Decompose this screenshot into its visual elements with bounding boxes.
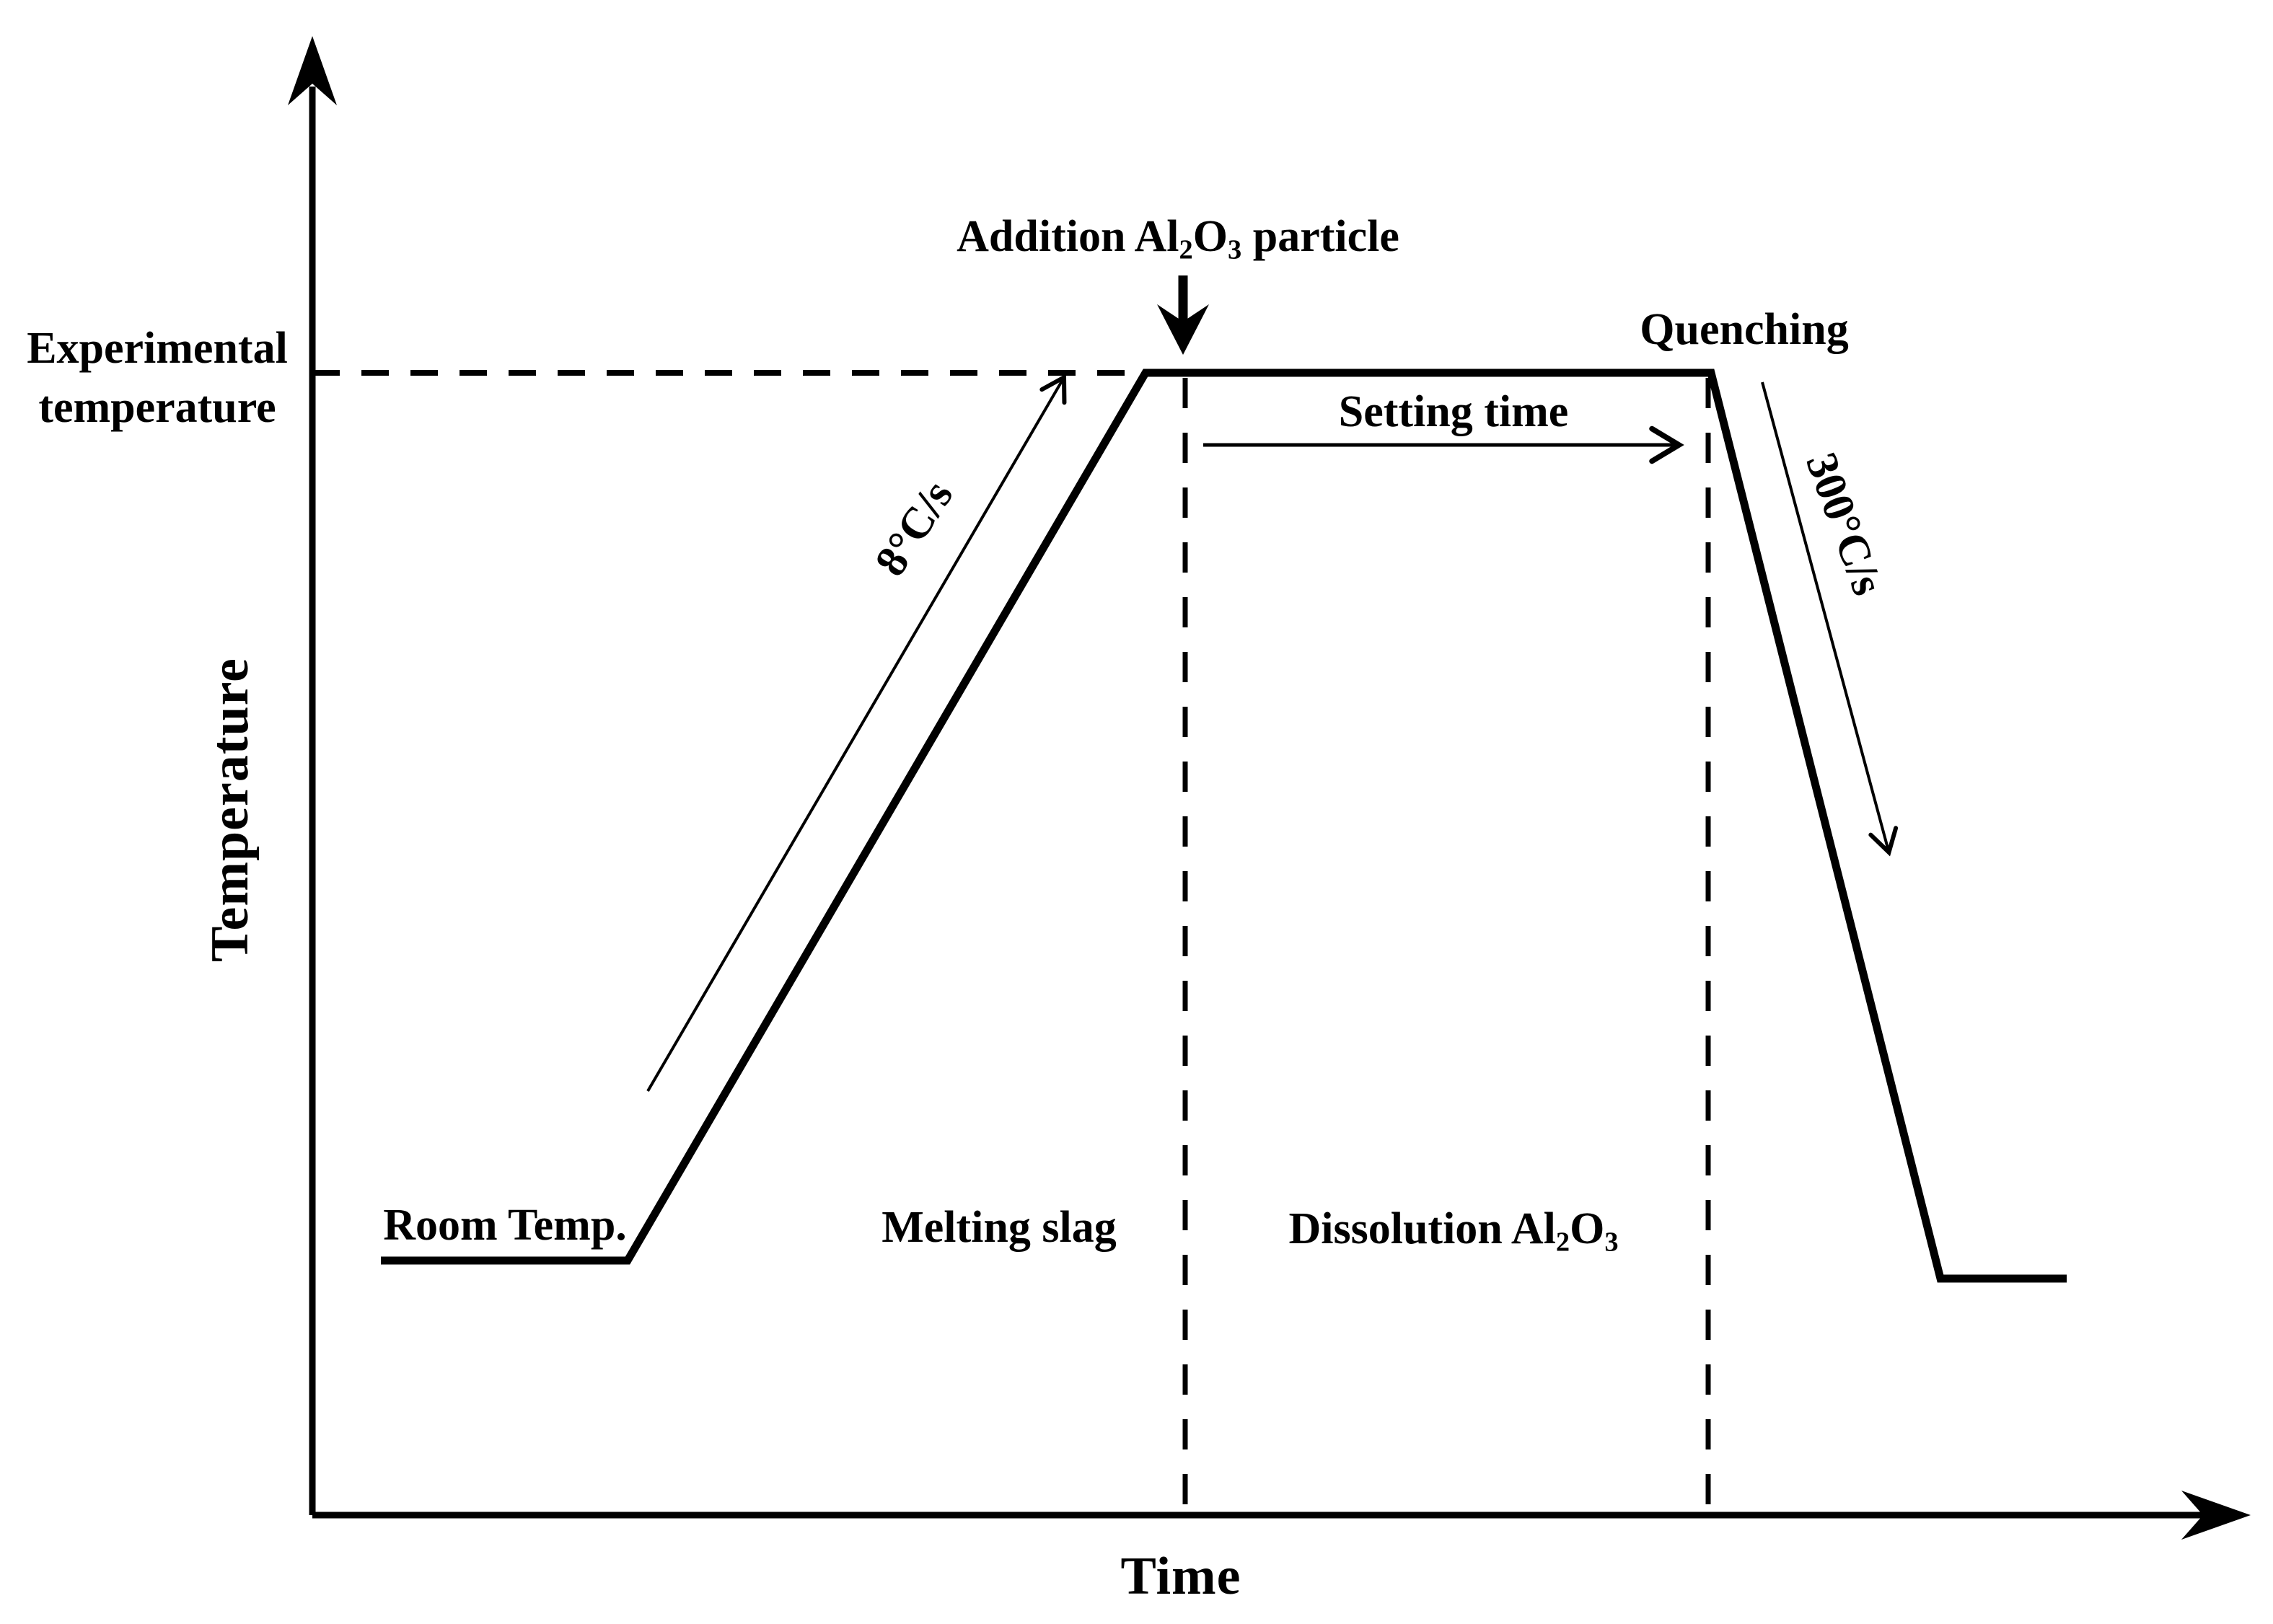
addition-arrow-icon: [1157, 304, 1209, 355]
addition-label-mid: O: [1192, 211, 1228, 261]
x-axis-title: Time: [1120, 1547, 1241, 1607]
room-temp-label: Room Temp.: [383, 1201, 627, 1250]
addition-particle-label: Addition Al2O3 particle: [957, 208, 1399, 268]
addition-label-sub2: 3: [1228, 234, 1242, 265]
heating-rate-arrow-icon: [646, 374, 1067, 1093]
addition-label-post: particle: [1241, 211, 1399, 261]
addition-label-pre: Addition Al: [957, 211, 1179, 261]
dissolution-label-sub2: 3: [1604, 1227, 1619, 1258]
y-axis-title: Temperature: [201, 657, 260, 963]
melting-slag-label: Melting slag: [881, 1203, 1117, 1253]
temperature-profile-curve: [381, 369, 2067, 1283]
quenching-rate-arrow-icon: [1761, 381, 1899, 857]
experimental-temperature-label: Experimental temperature: [6, 319, 309, 438]
y-axis-arrowhead-icon: [288, 36, 337, 105]
dissolution-label: Dissolution Al2O3: [1288, 1200, 1618, 1261]
addition-label-sub1: 2: [1179, 234, 1193, 265]
dissolution-label-mid: O: [1570, 1204, 1605, 1253]
setting-time-label: Setting time: [1338, 387, 1569, 437]
x-axis-arrowhead-icon: [2181, 1491, 2251, 1540]
experimental-temperature-line1: Experimental: [27, 324, 288, 374]
dissolution-label-pre: Dissolution Al: [1288, 1204, 1556, 1253]
quenching-label: Quenching: [1640, 305, 1849, 355]
dissolution-label-sub1: 2: [1555, 1227, 1570, 1258]
experimental-temperature-line2: temperature: [38, 383, 276, 432]
